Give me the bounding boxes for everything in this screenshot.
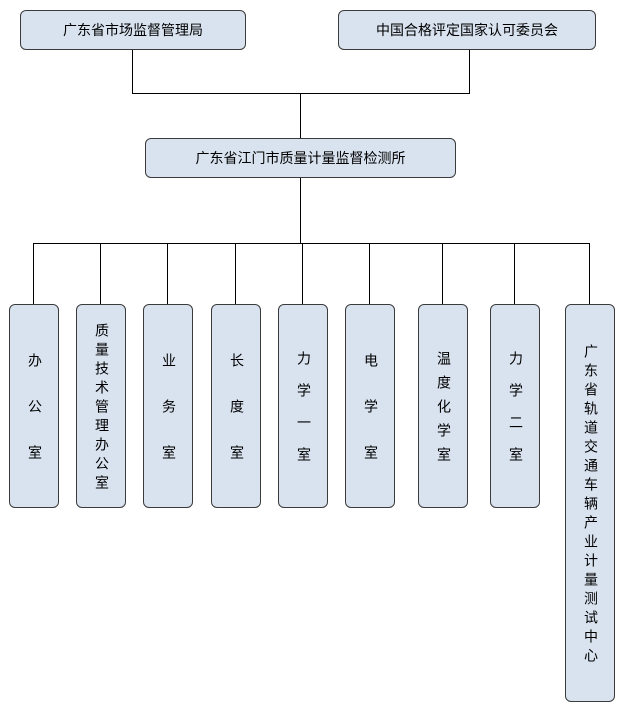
connector-dept-3 xyxy=(167,243,168,304)
dept-box-3: 业务室 xyxy=(143,304,193,508)
connector-to-center xyxy=(300,93,301,138)
box-accreditation-committee: 中国合格评定国家认可委员会 xyxy=(338,10,596,50)
connector-dept-2 xyxy=(100,243,101,304)
dept-label: 温度化学室 xyxy=(435,351,451,471)
dept-label: 办公室 xyxy=(26,353,42,491)
box-label: 中国合格评定国家认可委员会 xyxy=(376,23,558,39)
connector-left-top xyxy=(132,50,133,93)
dept-box-5: 力学一室 xyxy=(278,304,328,508)
connector-right-top xyxy=(469,50,470,93)
dept-box-8: 力学二室 xyxy=(490,304,540,508)
dept-label: 广东省轨道交通车辆产业计量测试中心 xyxy=(582,344,598,667)
box-market-supervision-bureau: 广东省市场监督管理局 xyxy=(20,10,246,50)
dept-label: 力学一室 xyxy=(295,351,311,479)
connector-dept-7 xyxy=(442,243,443,304)
connector-dept-5 xyxy=(302,243,303,304)
connector-dept-6 xyxy=(369,243,370,304)
connector-dept-4 xyxy=(235,243,236,304)
dept-label: 业务室 xyxy=(160,353,176,491)
dept-label: 电学室 xyxy=(362,353,378,491)
box-inspection-institute: 广东省江门市质量计量监督检测所 xyxy=(145,138,456,178)
box-label: 广东省江门市质量计量监督检测所 xyxy=(195,151,406,167)
dept-box-7: 温度化学室 xyxy=(418,304,468,508)
dept-label: 长度室 xyxy=(228,353,244,491)
connector-dept-9 xyxy=(589,243,590,304)
connector-dept-1 xyxy=(33,243,34,304)
connector-bottom-bar xyxy=(33,243,590,244)
dept-label: 力学二室 xyxy=(507,351,523,479)
dept-box-6: 电学室 xyxy=(345,304,395,508)
dept-box-1: 办公室 xyxy=(9,304,59,508)
dept-label: 质量技术管理办公室 xyxy=(93,323,109,494)
connector-dept-8 xyxy=(514,243,515,304)
connector-center-down xyxy=(300,178,301,243)
dept-box-2: 质量技术管理办公室 xyxy=(76,304,126,508)
dept-box-4: 长度室 xyxy=(211,304,261,508)
box-label: 广东省市场监督管理局 xyxy=(63,23,203,39)
dept-box-9: 广东省轨道交通车辆产业计量测试中心 xyxy=(565,304,615,702)
connector-top-bar xyxy=(132,93,470,94)
